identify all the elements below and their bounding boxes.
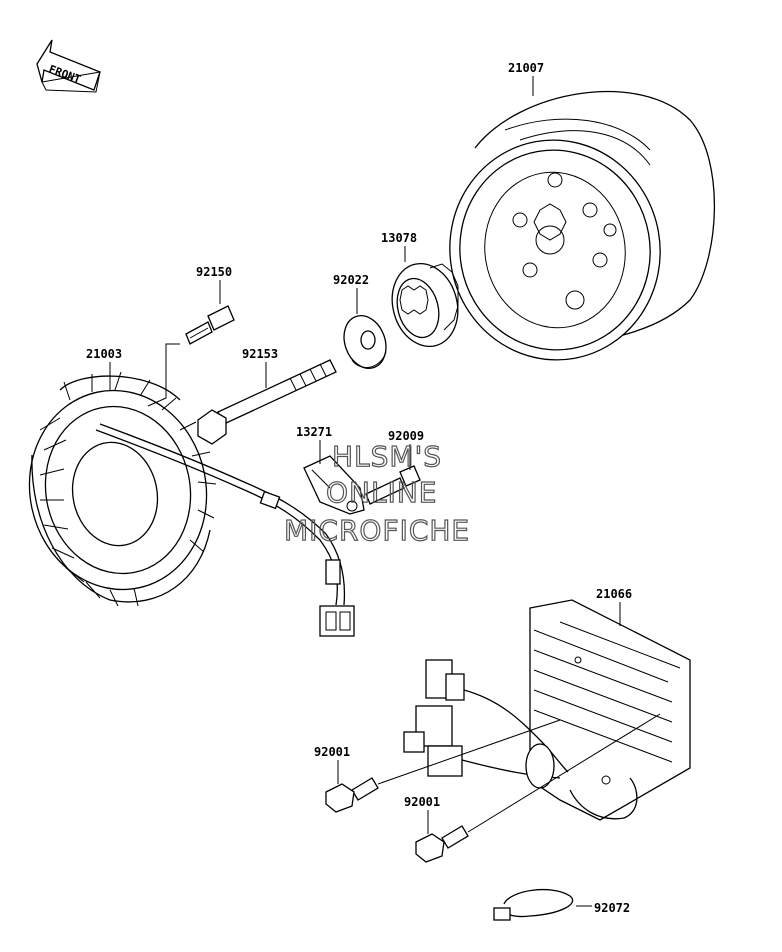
label-stator: 21003 — [86, 347, 122, 361]
label-bolt-top: 92150 — [196, 265, 232, 279]
label-band: 92072 — [594, 901, 630, 915]
starter-clutch-gear[interactable] — [383, 256, 467, 354]
bolt-short[interactable] — [185, 305, 235, 345]
watermark-line-2: ONLINE — [326, 476, 437, 509]
label-flywheel: 21007 — [508, 61, 544, 75]
label-starter-gear: 13078 — [381, 231, 417, 245]
watermark-line-1: HLSM'S — [332, 440, 442, 473]
label-regulator: 21066 — [596, 587, 632, 601]
washer[interactable] — [337, 310, 393, 374]
label-regulator-bolt-2: 92001 — [404, 795, 440, 809]
stator-connector[interactable] — [319, 605, 355, 637]
front-direction-arrow-icon: FRONT — [36, 39, 101, 93]
label-pickup-coil: 13271 — [296, 425, 332, 439]
label-washer: 92022 — [333, 273, 369, 287]
watermark-line-3: MICROFICHE — [284, 514, 470, 547]
stator-wire-harness — [95, 423, 346, 606]
watermark: HLSM'S ONLINE MICROFICHE — [283, 439, 470, 547]
bolt-long[interactable] — [197, 359, 337, 445]
regulator-bolt-2[interactable] — [415, 825, 469, 863]
regulator-harness — [403, 659, 569, 789]
flywheel-rotor[interactable] — [432, 90, 716, 377]
regulator-bolt-1[interactable] — [325, 777, 379, 813]
stator-coil[interactable] — [11, 371, 225, 607]
pickup-bolt[interactable] — [365, 465, 421, 505]
cable-band[interactable] — [493, 888, 574, 921]
label-regulator-bolt-1: 92001 — [314, 745, 350, 759]
regulator-rectifier[interactable] — [529, 599, 691, 821]
pickup-coil[interactable] — [303, 455, 365, 515]
label-bolt-long: 92153 — [242, 347, 278, 361]
label-pickup-bolt: 92009 — [388, 429, 424, 443]
